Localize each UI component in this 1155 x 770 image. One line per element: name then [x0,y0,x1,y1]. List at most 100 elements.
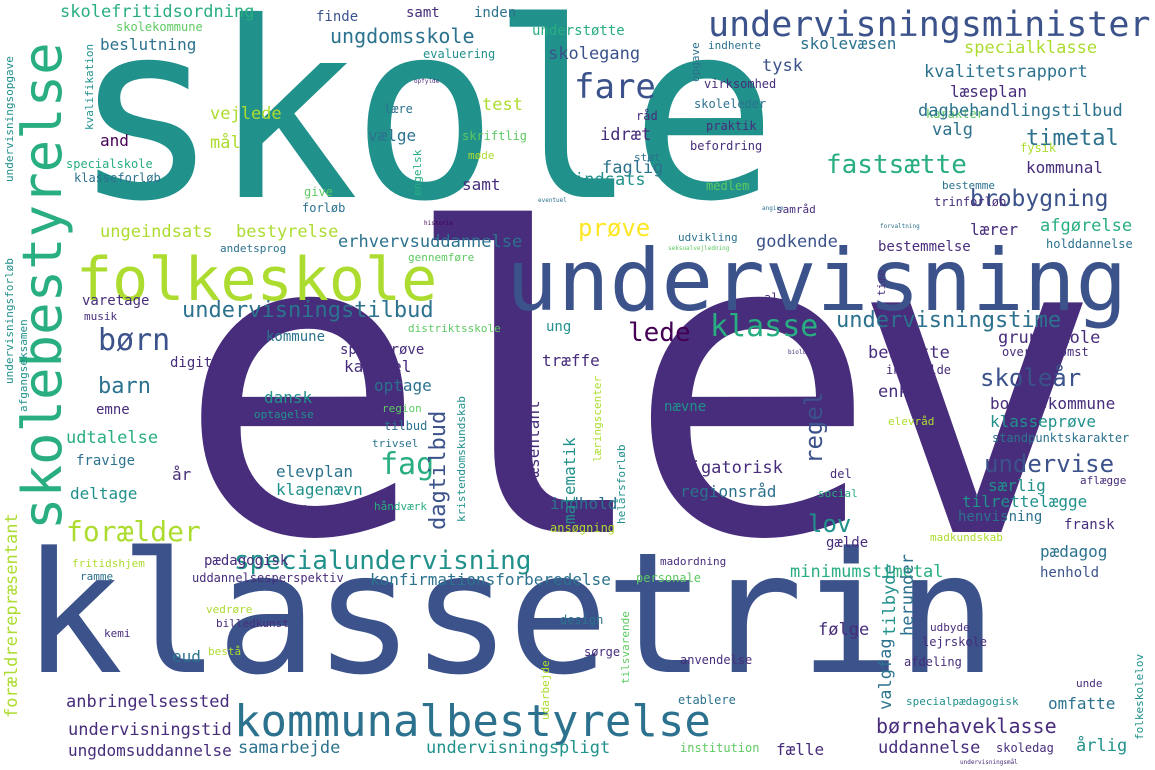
word-samarbejde: samarbejde [238,738,341,758]
word-opfylde: opfylde [414,78,440,85]
word-gaelde: gælde [826,535,869,551]
word-al: al [764,291,779,305]
word-folkeskole: folkeskole [76,245,438,315]
word-traeffe: træffe [542,351,600,370]
word-ungdomsuddannelse: ungdomsuddannelse [68,741,232,760]
word-trinforlob: trinforløb [934,195,1007,209]
word-seksualvejledning: seksualvejledning [668,245,730,252]
word-inden: inden [474,5,517,21]
word-kristendomskundskab: kristendomskundskab [455,396,468,522]
word-undervisningstid: undervisningstid [68,720,232,740]
word-godkende: godkende [756,232,838,252]
word-maal: mål [210,133,241,153]
word-kapitel: kapitel [344,357,412,376]
word-angive: angive [762,205,784,212]
word-sorge: sørge [584,645,621,659]
word-klagenaevn: klagenævn [276,480,363,499]
word-tilbyde: tilbyde [880,564,900,636]
word-finde: finde [316,9,359,25]
word-erhvervsuddannelse: erhvervsuddannelse [338,232,523,252]
word-undervisning: undervisning [506,231,1128,331]
word-specialpaedagogisk: specialpædagogisk [906,695,1019,708]
word-samt: samt [406,5,440,21]
word-uddannelsesperspektiv: uddannelsesperspektiv [192,571,344,585]
word-udvikling: udvikling [678,231,738,244]
word-laerer: lærer [970,220,1019,239]
word-afgorelse: afgørelse [1040,216,1133,236]
word-varetage: varetage [82,293,150,309]
word-foraeldrerepraesentant: forældrerepræsentant [2,513,22,718]
word-tilbud: tilbud [384,419,428,433]
word-give: give [304,185,333,199]
word-klasse: klasse [710,309,819,344]
word-region: region [382,402,422,415]
word-laere: lære [384,102,413,116]
word-lov: lov [808,510,852,538]
word-design: design [560,613,604,627]
word-madkundskab: madkundskab [930,531,1003,544]
word-skolevaesen: skolevæsen [800,34,897,53]
word-eud: eud [172,647,201,666]
word-ungdomsskole: ungdomsskole [330,24,475,48]
word-skoleleder: skoleleder [694,97,767,111]
word-elev: elev [176,143,1103,632]
word-bestyrelse: bestyrelse [236,222,339,242]
word-helaarsforlob: helårsforløb [615,444,628,524]
word-regel: regel [800,391,828,464]
word-bopaelskommune: bopælskommune [990,394,1116,413]
word-barn: barn [98,374,151,399]
word-skolebestyrelse: skolebestyrelse [11,42,74,530]
word-kemi: kemi [104,627,131,640]
word-karakter: karakter [926,107,984,121]
word-mode: møde [468,149,495,162]
word-klasseforlob: klasseforløb [74,171,161,185]
word-forlob: forløb [302,201,346,215]
word-understotte: understøtte [532,23,625,39]
word-obligatorisk: obligatorisk [660,458,783,478]
word-omfatte: omfatte [1048,694,1116,713]
word-skolerejser: skolerejser [660,414,733,427]
word-optagelse: optagelse [254,408,314,421]
word-distriktsskole: distriktsskole [408,322,501,335]
word-deltage: deltage [70,484,138,503]
word-undervise: undervise [984,450,1115,478]
word-stot: støt [634,151,661,164]
word-andetsprog: andetsprog [220,242,287,255]
word-praktik: praktik [706,119,757,133]
word-undervisningstime: undervisningstime [836,308,1062,333]
word-henvisning: henvisning [958,509,1043,525]
word-digital: digital [170,355,230,371]
word-specialklasse: specialklasse [964,38,1098,58]
word-timetal: timetal [1026,126,1119,151]
word-beslutte: beslutte [868,343,950,363]
word-udtalelse: udtalelse [66,428,159,448]
word-tilrettelaegge: tilrettelægge [962,492,1088,511]
word-indhente: indhente [708,39,761,52]
word-ungeindsats: ungeindsats [100,222,213,242]
word-indhold: indhold [550,494,618,513]
word-aar: år [172,465,192,484]
word-skolefritidsordning: skolefritidsordning [60,2,255,22]
word-tysk: tysk [762,56,803,76]
word-fare: fare [574,67,656,107]
word-undervisningstilbud: undervisningstilbud [182,298,434,323]
word-del: del [830,467,852,481]
word-konfirmationsforberedelse: konfirmationsforberedelse [370,570,611,589]
word-afgangseksamen: afgangseksamen [17,319,30,412]
word-faelle: fælle [776,740,825,759]
word-anbringelsessted: anbringelsessted [66,692,230,712]
word-undervisningspligt: undervisningspligt [426,738,611,758]
word-anvendelse: anvendelse [680,653,753,667]
word-samraad: samråd [776,203,816,216]
word-born: børn [98,323,171,358]
word-elevraad: elevråd [888,415,935,428]
word-vedrore: vedrøre [206,603,253,616]
word-paedagog: pædagog [1040,542,1108,561]
word-fag: fag [380,447,435,482]
word-specialundervisning: specialundervisning [234,546,532,576]
word-fysik: fysik [1020,141,1057,155]
word-billedkunst: billedkunst [216,617,289,630]
word-kvalifikation: kvalifikation [83,43,96,130]
word-fransk: fransk [1064,517,1115,533]
word-virksomhed: virksomhed [704,77,777,91]
